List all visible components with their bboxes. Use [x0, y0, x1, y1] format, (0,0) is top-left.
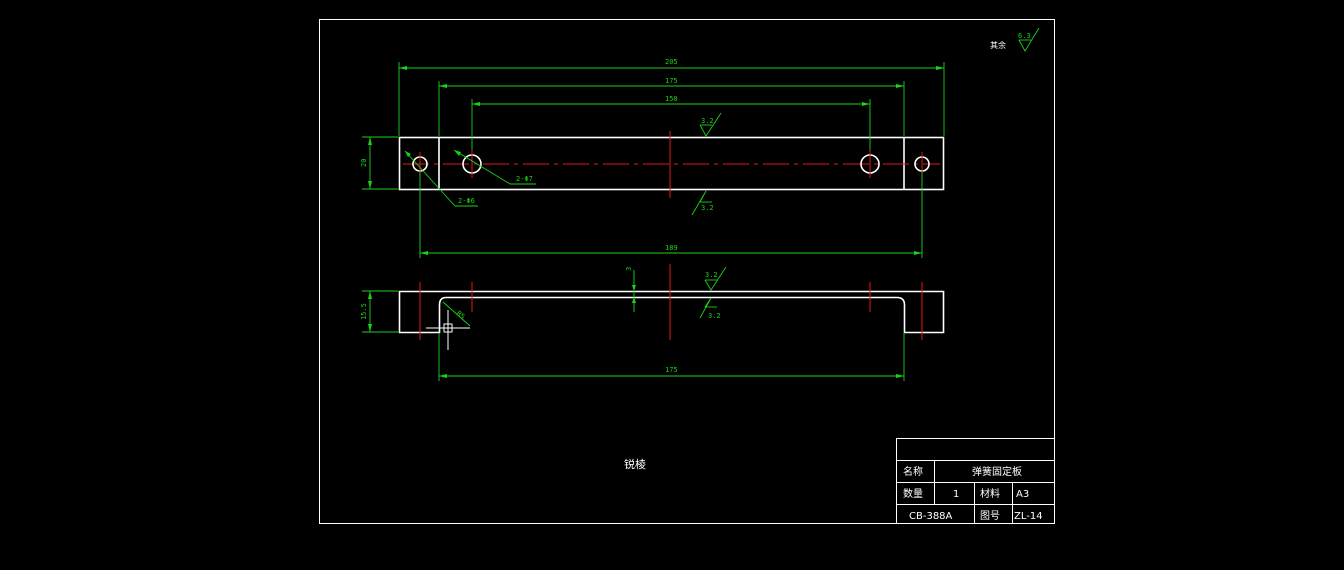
title-name-value: 弹簧固定板	[972, 465, 1022, 478]
side-view-outline	[398, 290, 945, 334]
hole-large-left	[462, 150, 482, 178]
top-view-outline	[398, 136, 945, 191]
dim-150-text: 150	[665, 95, 678, 103]
side-view: R5 15.5 3 3.2 3.2	[360, 264, 945, 381]
dim-15-5-text: 15.5	[360, 303, 368, 320]
fillet-text: R5	[455, 309, 467, 321]
dim-15-5: 15.5	[360, 290, 398, 333]
dim-205-text: 205	[665, 58, 678, 66]
roughness-top-text: 3.2	[701, 117, 714, 125]
title-name-label: 名称	[903, 465, 923, 478]
roughness-general-value: 6.3	[1018, 32, 1031, 40]
leader-large-text: 2-Φ7	[516, 175, 533, 183]
title-drawing-no-value: ZL-14	[1014, 511, 1043, 522]
general-roughness: 其余 6.3	[990, 27, 1040, 52]
dim-175-bottom: 175	[438, 333, 905, 381]
dim-20: 20	[360, 136, 398, 190]
leader-fillet: R5	[442, 301, 471, 327]
roughness-step-top-text: 3.2	[705, 271, 718, 279]
dim-189: 189	[419, 172, 923, 258]
top-view: 205 175 150 20	[360, 58, 945, 258]
roughness-step-top: 3.2	[704, 266, 727, 291]
roughness-top-face: 3.2	[699, 112, 722, 137]
leader-small-text: 2-Φ6	[458, 197, 475, 205]
technical-note: 锐棱	[624, 457, 646, 471]
leader-small-holes: 2-Φ6	[404, 150, 478, 207]
crosshair-marker	[426, 310, 470, 350]
dim-20-text: 20	[360, 159, 368, 167]
dim-step-text: 3	[625, 267, 633, 271]
title-block: 名称 弹簧固定板 数量 1 材料 A3 CB-388A 图号 ZL-14	[896, 438, 1055, 524]
dim-205: 205	[398, 58, 945, 136]
dim-175-text: 175	[665, 77, 678, 85]
title-qty-value: 1	[953, 489, 959, 500]
dim-175-bottom-text: 175	[665, 366, 678, 374]
roughness-prefix-text: 其余	[990, 40, 1006, 50]
sheet-border	[319, 19, 1055, 524]
leader-large-holes: 2-Φ7	[453, 149, 536, 185]
title-drawing-no-label: 图号	[980, 510, 1000, 522]
hole-large-right	[860, 150, 880, 178]
title-material-value: A3	[1016, 489, 1029, 500]
roughness-bottom-face: 3.2	[691, 190, 714, 216]
roughness-step-bottom-text: 3.2	[708, 312, 721, 320]
title-material-label: 材料	[980, 487, 1000, 500]
dim-150: 150	[471, 95, 871, 150]
roughness-step-bottom: 3.2	[699, 297, 721, 320]
dim-189-text: 189	[665, 244, 678, 252]
title-qty-label: 数量	[903, 487, 923, 500]
title-code-value: CB-388A	[909, 511, 953, 522]
dim-175-top: 175	[438, 77, 905, 136]
dim-step-3: 3	[625, 267, 636, 312]
roughness-bottom-text: 3.2	[701, 204, 714, 212]
